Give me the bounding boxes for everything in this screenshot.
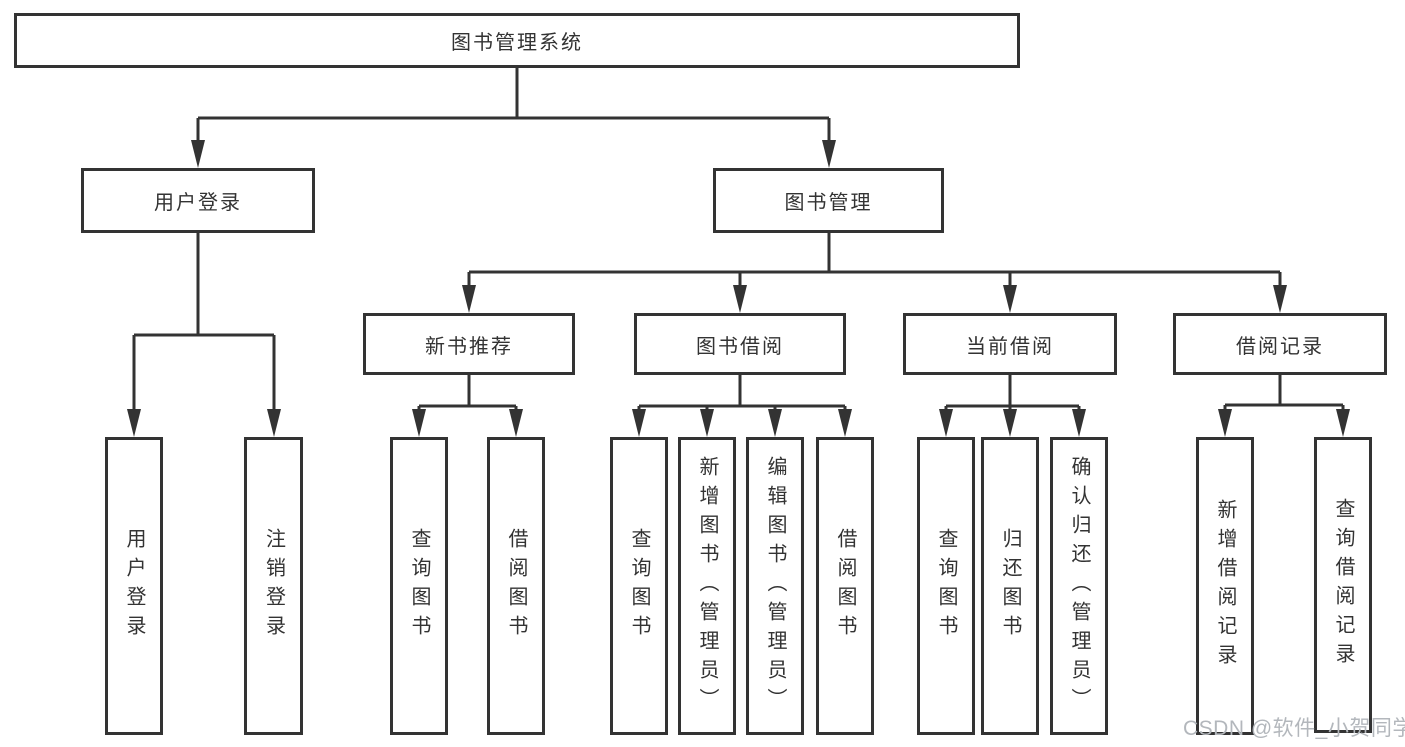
edge-current-borrow-to-children: [939, 375, 1086, 437]
node-book-borrow-label: 图书借阅: [696, 335, 784, 358]
arrowhead: [733, 285, 747, 313]
edge-book-management-to-level3: [462, 233, 1287, 313]
node-book-borrow: 图书借阅: [634, 313, 846, 375]
leaf-logout-label: 注销登录: [262, 528, 285, 644]
leaf-borrow-query-book: 查询图书: [610, 437, 668, 735]
leaf-recommend-query-book: 查询图书: [390, 437, 448, 735]
leaf-confirm-return-admin-label: 确认归还（管理员）: [1068, 455, 1090, 717]
leaf-query-borrow-record-label: 查询借阅记录: [1332, 498, 1354, 672]
arrowhead: [1273, 285, 1287, 313]
node-book-management: 图书管理: [713, 168, 944, 233]
leaf-borrow-book: 借阅图书: [816, 437, 874, 735]
node-root-label: 图书管理系统: [451, 32, 583, 54]
leaf-current-query-book-label: 查询图书: [935, 528, 957, 644]
node-new-book-recommend-label: 新书推荐: [425, 335, 513, 358]
leaf-add-book-admin: 新增图书（管理员）: [678, 437, 736, 735]
node-book-management-label: 图书管理: [784, 192, 873, 214]
leaf-borrow-query-book-label: 查询图书: [628, 528, 650, 644]
arrowhead: [191, 140, 205, 168]
arrowhead: [632, 409, 646, 437]
node-current-borrow-label: 当前借阅: [966, 335, 1054, 358]
arrowhead: [1003, 409, 1017, 437]
edge-borrow-records-to-children: [1218, 374, 1350, 437]
node-current-borrow: 当前借阅: [903, 313, 1117, 375]
arrowhead: [267, 409, 281, 437]
leaf-add-borrow-record: 新增借阅记录: [1196, 437, 1254, 735]
leaf-user-login-label: 用户登录: [123, 528, 145, 644]
leaf-user-login: 用户登录: [105, 437, 163, 735]
arrowhead: [822, 140, 836, 168]
leaf-recommend-borrow-book: 借阅图书: [487, 437, 545, 735]
edge-book-borrow-to-children: [632, 375, 852, 437]
arrowhead: [1072, 409, 1086, 437]
edge-user-login-to-children: [127, 233, 281, 437]
leaf-edit-book-admin: 编辑图书（管理员）: [746, 437, 804, 735]
arrowhead: [838, 409, 852, 437]
leaf-logout: 注销登录: [244, 437, 303, 735]
arrowhead: [1336, 409, 1350, 437]
leaf-query-borrow-record: 查询借阅记录: [1314, 437, 1372, 733]
csdn-watermark: CSDN @软件_小贺同学: [1183, 717, 1405, 740]
node-borrow-records: 借阅记录: [1173, 313, 1387, 375]
arrowhead: [768, 409, 782, 437]
edge-new-book-recommend-to-children: [412, 375, 523, 437]
leaf-return-book-label: 归还图书: [999, 528, 1021, 644]
arrowhead: [462, 285, 476, 313]
node-user-login: 用户登录: [81, 168, 315, 233]
node-root: 图书管理系统: [14, 13, 1020, 68]
leaf-confirm-return-admin: 确认归还（管理员）: [1050, 437, 1108, 735]
arrowhead: [509, 409, 523, 437]
leaf-edit-book-admin-label: 编辑图书（管理员）: [764, 455, 786, 717]
arrowhead: [1218, 409, 1232, 437]
edge-root-to-level2: [191, 68, 836, 168]
leaf-recommend-borrow-book-label: 借阅图书: [505, 528, 527, 644]
leaf-return-book: 归还图书: [981, 437, 1039, 735]
arrowhead: [412, 409, 426, 437]
leaf-borrow-book-label: 借阅图书: [834, 528, 856, 644]
leaf-current-query-book: 查询图书: [917, 437, 975, 735]
node-user-login-label: 用户登录: [154, 192, 242, 214]
arrowhead: [939, 409, 953, 437]
leaf-add-book-admin-label: 新增图书（管理员）: [696, 455, 718, 717]
node-borrow-records-label: 借阅记录: [1236, 335, 1324, 358]
arrowhead: [1003, 285, 1017, 313]
arrowhead: [127, 409, 141, 437]
leaf-recommend-query-book-label: 查询图书: [408, 528, 430, 644]
leaf-add-borrow-record-label: 新增借阅记录: [1214, 499, 1236, 673]
node-new-book-recommend: 新书推荐: [363, 313, 575, 375]
arrowhead: [700, 409, 714, 437]
